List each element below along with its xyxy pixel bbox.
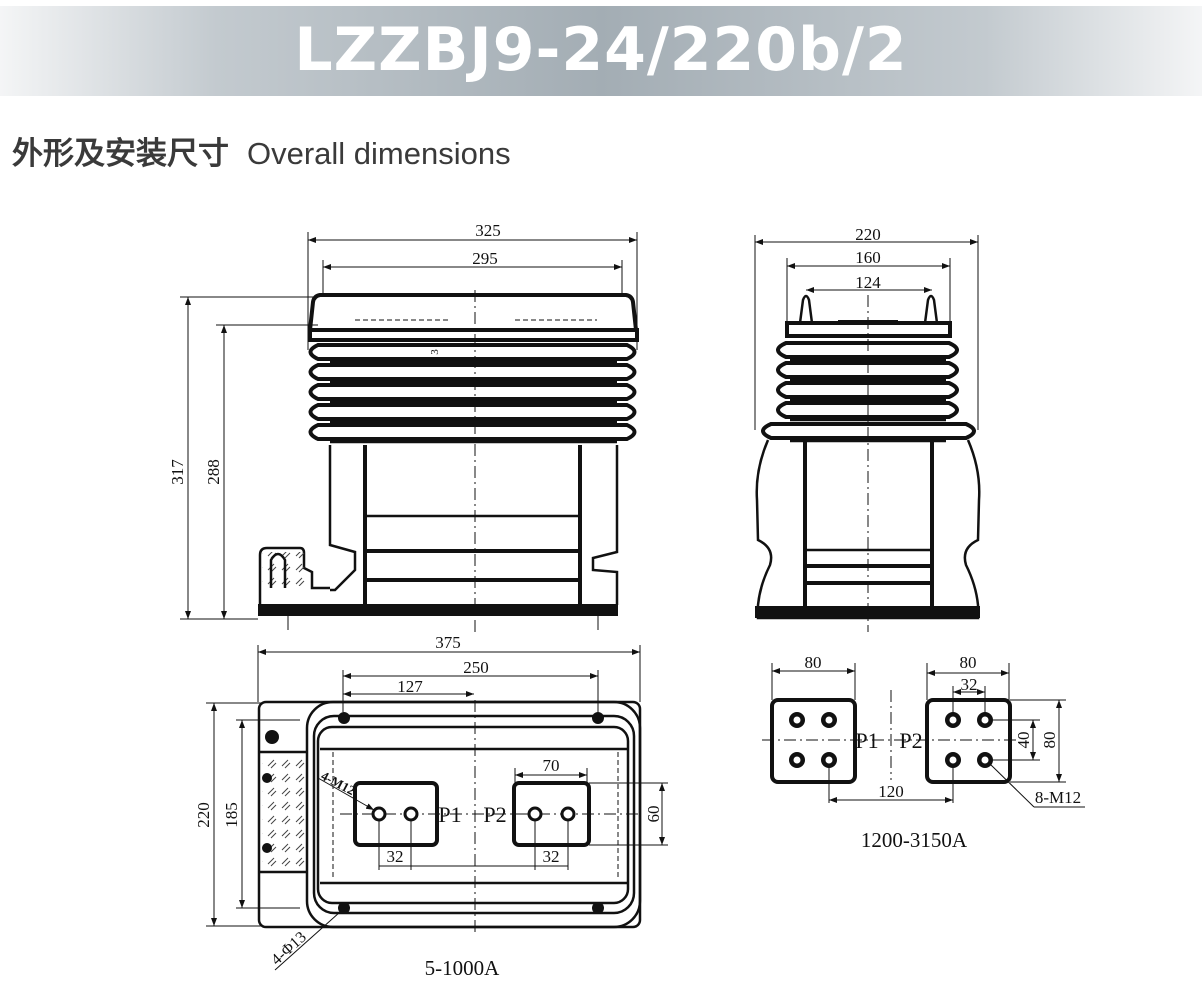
dim-32-p2: 32 xyxy=(543,847,560,866)
thread-label: 4-M12 xyxy=(319,768,358,798)
bolt-hole xyxy=(403,806,419,822)
shed xyxy=(761,422,976,440)
dim-32: 32 xyxy=(961,675,978,694)
dim-317: 317 xyxy=(168,459,187,485)
shed xyxy=(776,401,959,419)
thread-label-large: 8-M12 xyxy=(1035,788,1081,807)
label-p2-large: P2 xyxy=(899,728,922,753)
shed xyxy=(308,343,637,361)
dim-70: 70 xyxy=(543,756,560,775)
dim-124: 124 xyxy=(855,273,881,292)
label-p1: P1 xyxy=(438,802,461,827)
plan-view-5-1000a: 375 250 127 220 185 P1 P2 7 xyxy=(194,633,668,980)
dim-375: 375 xyxy=(435,633,461,652)
dim-32-p1: 32 xyxy=(387,847,404,866)
label-p2: P2 xyxy=(483,802,506,827)
dim-295: 295 xyxy=(472,249,498,268)
dim-185: 185 xyxy=(222,802,241,828)
mount-hole xyxy=(592,712,604,724)
dim-220: 220 xyxy=(855,225,881,244)
dim-288: 288 xyxy=(204,459,223,485)
terminal-p2 xyxy=(925,698,1012,784)
front-view: 325 295 317 288 3 xyxy=(168,221,639,632)
dim-3: 3 xyxy=(429,349,441,355)
shed xyxy=(308,363,637,381)
mount-hole xyxy=(338,902,350,914)
bolt-hole xyxy=(371,806,387,822)
dim-220-base: 220 xyxy=(194,802,213,828)
horn-left xyxy=(798,294,814,324)
top-cap xyxy=(307,293,639,332)
shed xyxy=(308,383,637,401)
bolt-hole xyxy=(527,806,543,822)
terminal-p1 xyxy=(770,698,857,784)
mount-hole xyxy=(592,902,604,914)
dim-60: 60 xyxy=(644,806,663,823)
plan-view-1200-3150a: 80 80 32 P1 P2 120 40 80 8-M12 1200-3150… xyxy=(762,653,1085,852)
insulator-sheds xyxy=(308,343,637,444)
model-title: LZZBJ9-24/220b/2 xyxy=(294,15,908,85)
section-title: 外形及安装尺寸 Overall dimensions xyxy=(12,128,511,173)
side-view: 220 160 124 xyxy=(754,225,981,632)
title-banner xyxy=(0,6,1202,96)
dim-120: 120 xyxy=(878,782,904,801)
shed xyxy=(308,403,637,421)
caption-1200-3150a: 1200-3150A xyxy=(861,828,968,852)
terminal-p2 xyxy=(512,781,591,847)
shed xyxy=(776,341,959,359)
mount-hole xyxy=(338,712,350,724)
dim-80-height: 80 xyxy=(1040,732,1059,749)
insulator-sheds xyxy=(761,341,976,443)
section-title-cn: 外形及安装尺寸 xyxy=(12,136,229,171)
base-plate xyxy=(258,604,618,616)
shed xyxy=(776,361,959,379)
dim-127: 127 xyxy=(397,677,423,696)
dim-160: 160 xyxy=(855,248,881,267)
bolt-hole xyxy=(560,806,576,822)
section-title-en: Overall dimensions xyxy=(247,136,511,171)
dim-80-p1: 80 xyxy=(805,653,822,672)
shed xyxy=(776,381,959,399)
dim-80-p2: 80 xyxy=(960,653,977,672)
dim-250: 250 xyxy=(463,658,489,677)
shed xyxy=(308,423,637,441)
horn-right xyxy=(923,294,939,324)
caption-5-1000a: 5-1000A xyxy=(425,956,500,980)
dim-325: 325 xyxy=(475,221,501,240)
label-p1-large: P1 xyxy=(855,728,878,753)
terminal-p1 xyxy=(353,781,439,847)
dim-40: 40 xyxy=(1014,732,1033,749)
mount-hole-label: 4-Φ13 xyxy=(268,929,310,969)
